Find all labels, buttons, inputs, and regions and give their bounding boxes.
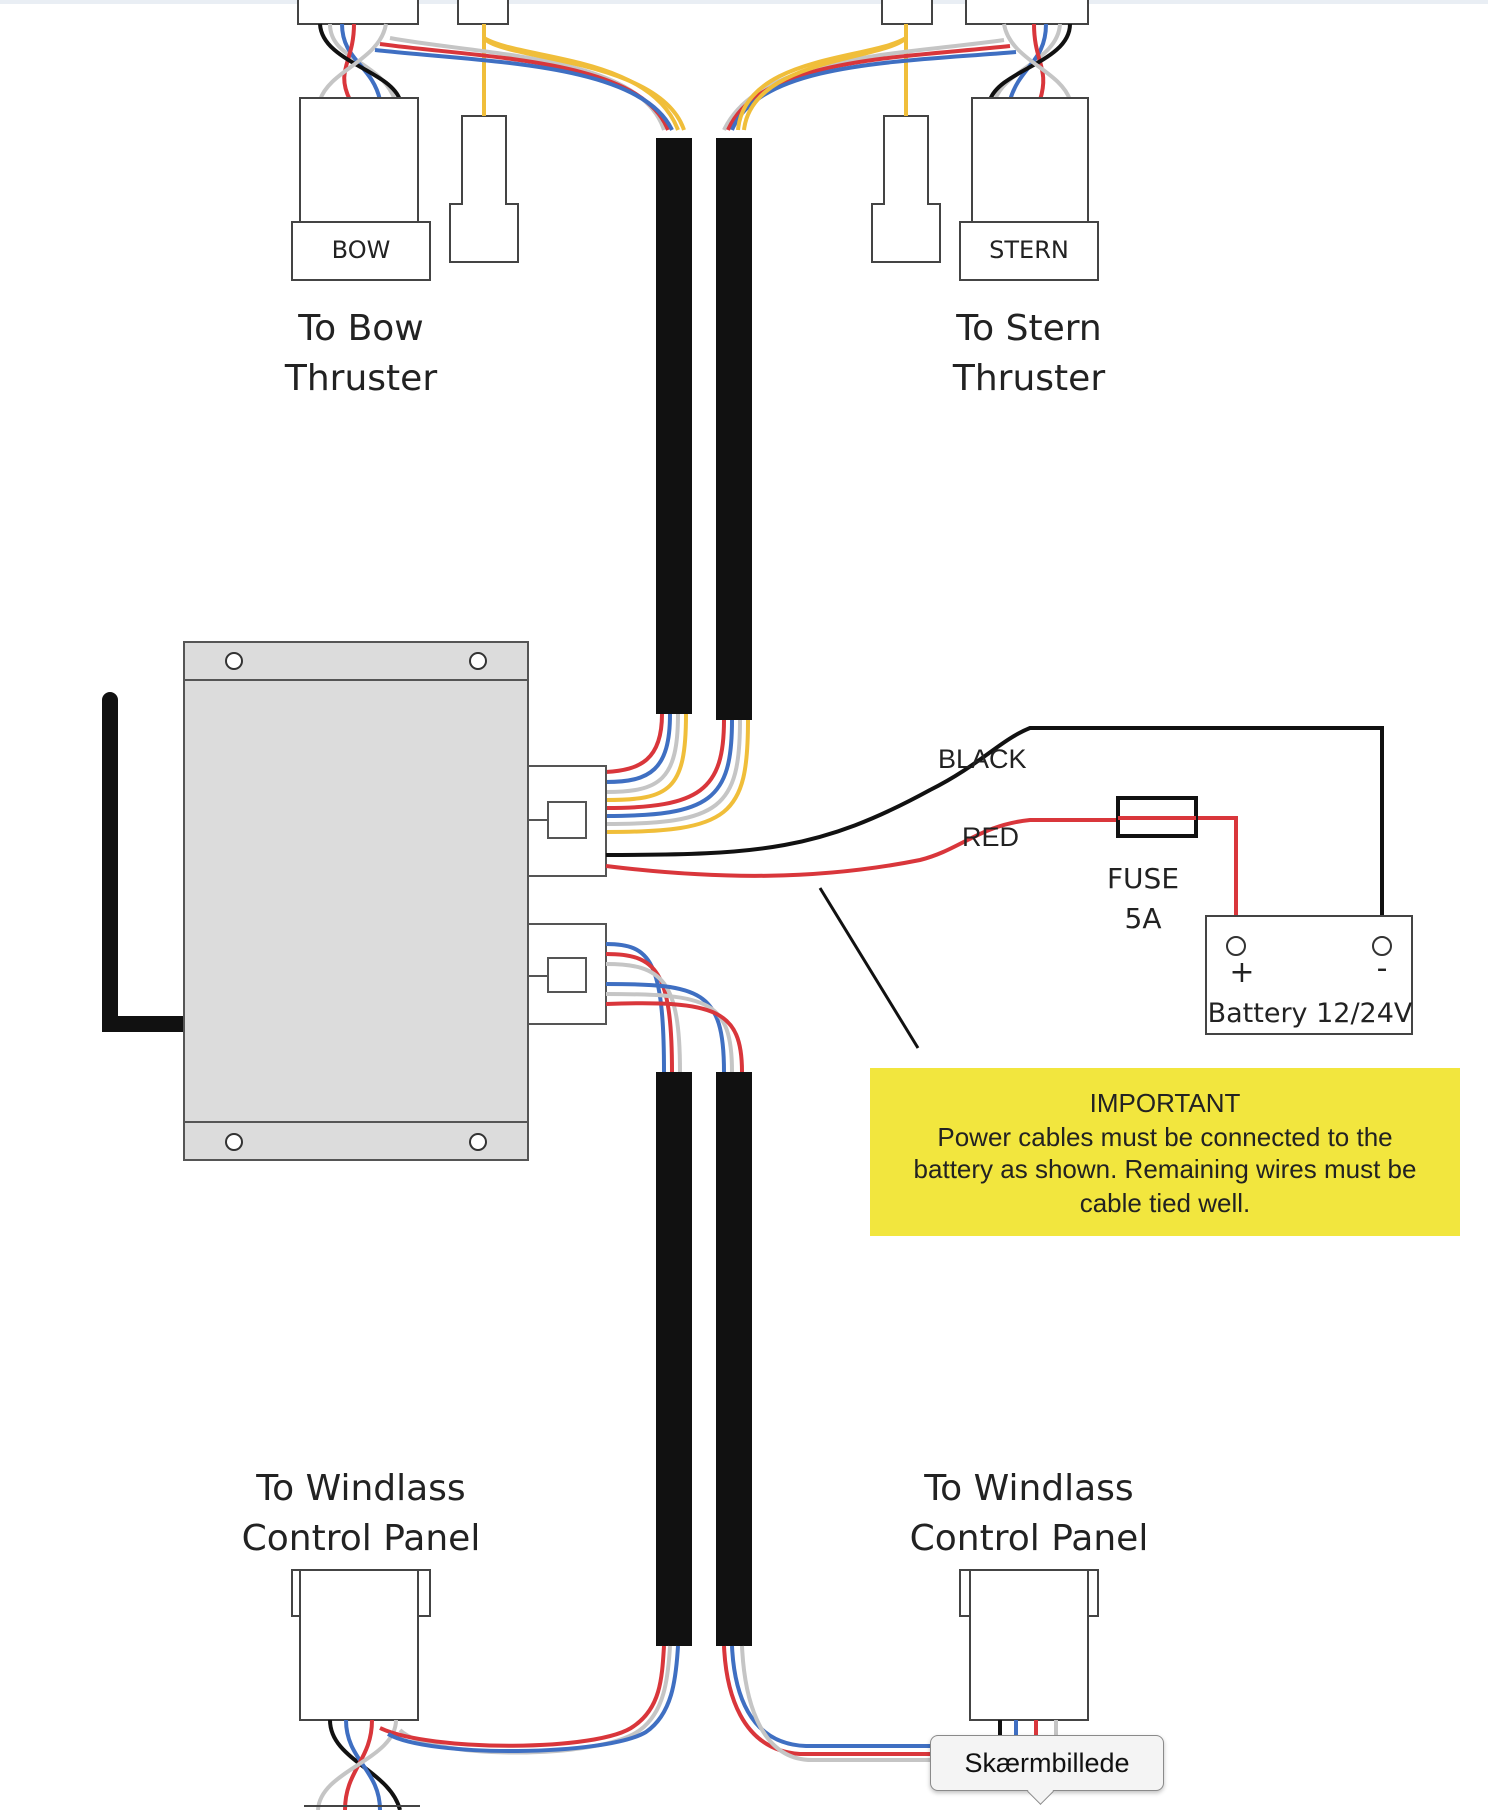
power-wires [605, 726, 1384, 940]
fuse-label-line2: 5A [1125, 902, 1162, 935]
important-note-box [870, 1068, 1460, 1236]
battery-plus-label: + [1229, 955, 1254, 990]
windlass-left-connector [291, 1569, 680, 1810]
bow-aux-plug [449, 115, 519, 263]
windlass-right-label-line1: To Windlass [923, 1468, 1133, 1509]
black-power-wire [605, 726, 1384, 936]
battery-label: Battery 12/24V [1208, 998, 1413, 1029]
cable-sleeve-bottom-left [656, 1072, 692, 1646]
note-title: IMPORTANT [1090, 1088, 1241, 1118]
fuse [1116, 796, 1198, 838]
cable-sleeve-bottom-right [716, 1072, 752, 1646]
red-power-wire [605, 818, 1118, 878]
cable-sleeve-top-left [656, 138, 692, 714]
bow-thruster-plug [291, 97, 431, 281]
bow-thruster-label-line1: To Bow [297, 308, 424, 349]
windlass-right-connector [722, 1569, 1099, 1762]
windlass-right-label-line2: Control Panel [910, 1518, 1149, 1559]
bow-connector-label: BOW [332, 236, 391, 264]
stern-connector-label: STERN [989, 236, 1069, 264]
bow-connector-group [291, 0, 686, 281]
stern-thruster-label-line2: Thruster [952, 358, 1105, 399]
screenshot-tooltip: Skærmbillede [930, 1735, 1164, 1791]
antenna [102, 692, 194, 1032]
windlass-left-label-line2: Control Panel [242, 1518, 481, 1559]
stern-connector-group [722, 0, 1099, 281]
stern-thruster-label-line1: To Stern [955, 308, 1101, 349]
note-line-3: cable tied well. [1080, 1188, 1251, 1218]
note-line-1: Power cables must be connected to the [937, 1122, 1392, 1152]
window-top-edge [0, 0, 1488, 4]
tooltip-label: Skærmbillede [964, 1747, 1130, 1778]
windlass-left-label-line1: To Windlass [255, 1468, 465, 1509]
control-box [102, 641, 607, 1161]
stern-aux-plug [871, 115, 941, 263]
upper-harness-wires [605, 713, 750, 834]
cable-sleeve-top-right [716, 138, 752, 720]
fuse-label-line1: FUSE [1107, 862, 1179, 895]
stern-thruster-plug [959, 97, 1099, 281]
note-pointer-line [818, 887, 920, 1049]
black-wire-label: BLACK [938, 744, 1027, 774]
red-wire-label: RED [962, 822, 1019, 852]
lower-harness-wires [605, 942, 744, 1073]
note-line-2: battery as shown. Remaining wires must b… [914, 1154, 1417, 1184]
bow-thruster-label-line2: Thruster [284, 358, 437, 399]
battery [1205, 915, 1413, 1035]
battery-minus-label: - [1377, 951, 1388, 986]
